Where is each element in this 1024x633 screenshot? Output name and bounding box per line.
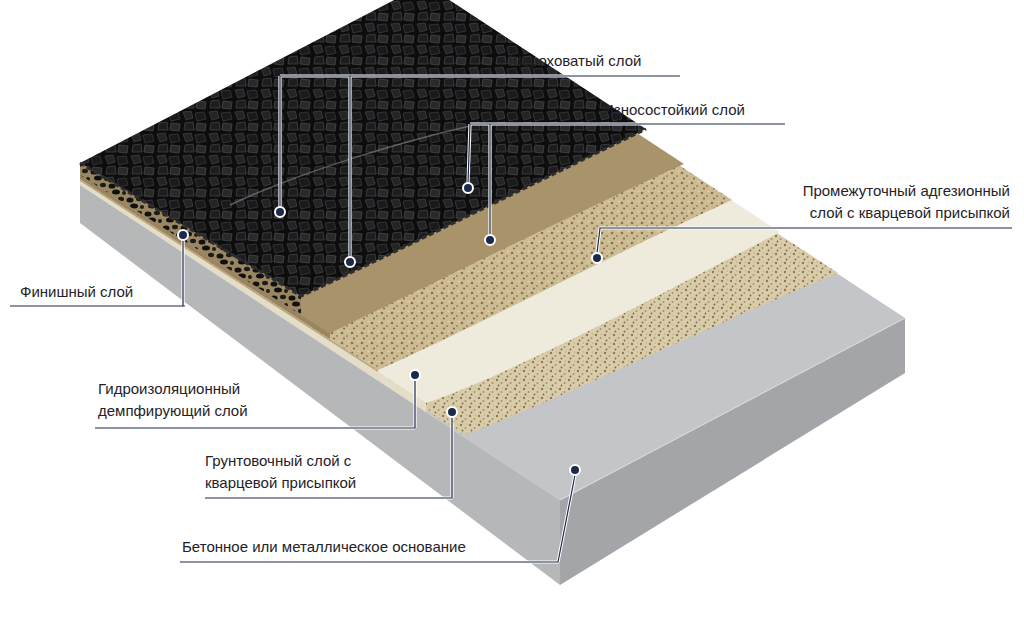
- leader-halo: [10, 76, 1012, 562]
- leader-line: [10, 76, 1012, 562]
- callout-label: Грунтовочный слой с кварцевой присыпкой: [205, 450, 375, 494]
- aggregate-edge: [80, 129, 646, 296]
- rough-aggregate: [80, 0, 646, 296]
- callout-label: Промежуточный адгезионный слой с кварцев…: [800, 180, 1010, 224]
- callout-label: Гидроизоляционный демпфирующий слой: [98, 378, 288, 422]
- callout-label: Финишный слой: [20, 281, 133, 303]
- callout-label: Шероховатый слой: [508, 50, 641, 72]
- leader-dot: [178, 183, 602, 475]
- callout-label: Бетонное или металлическое основание: [182, 536, 466, 558]
- callout-label: Износостойкий слой: [603, 99, 745, 121]
